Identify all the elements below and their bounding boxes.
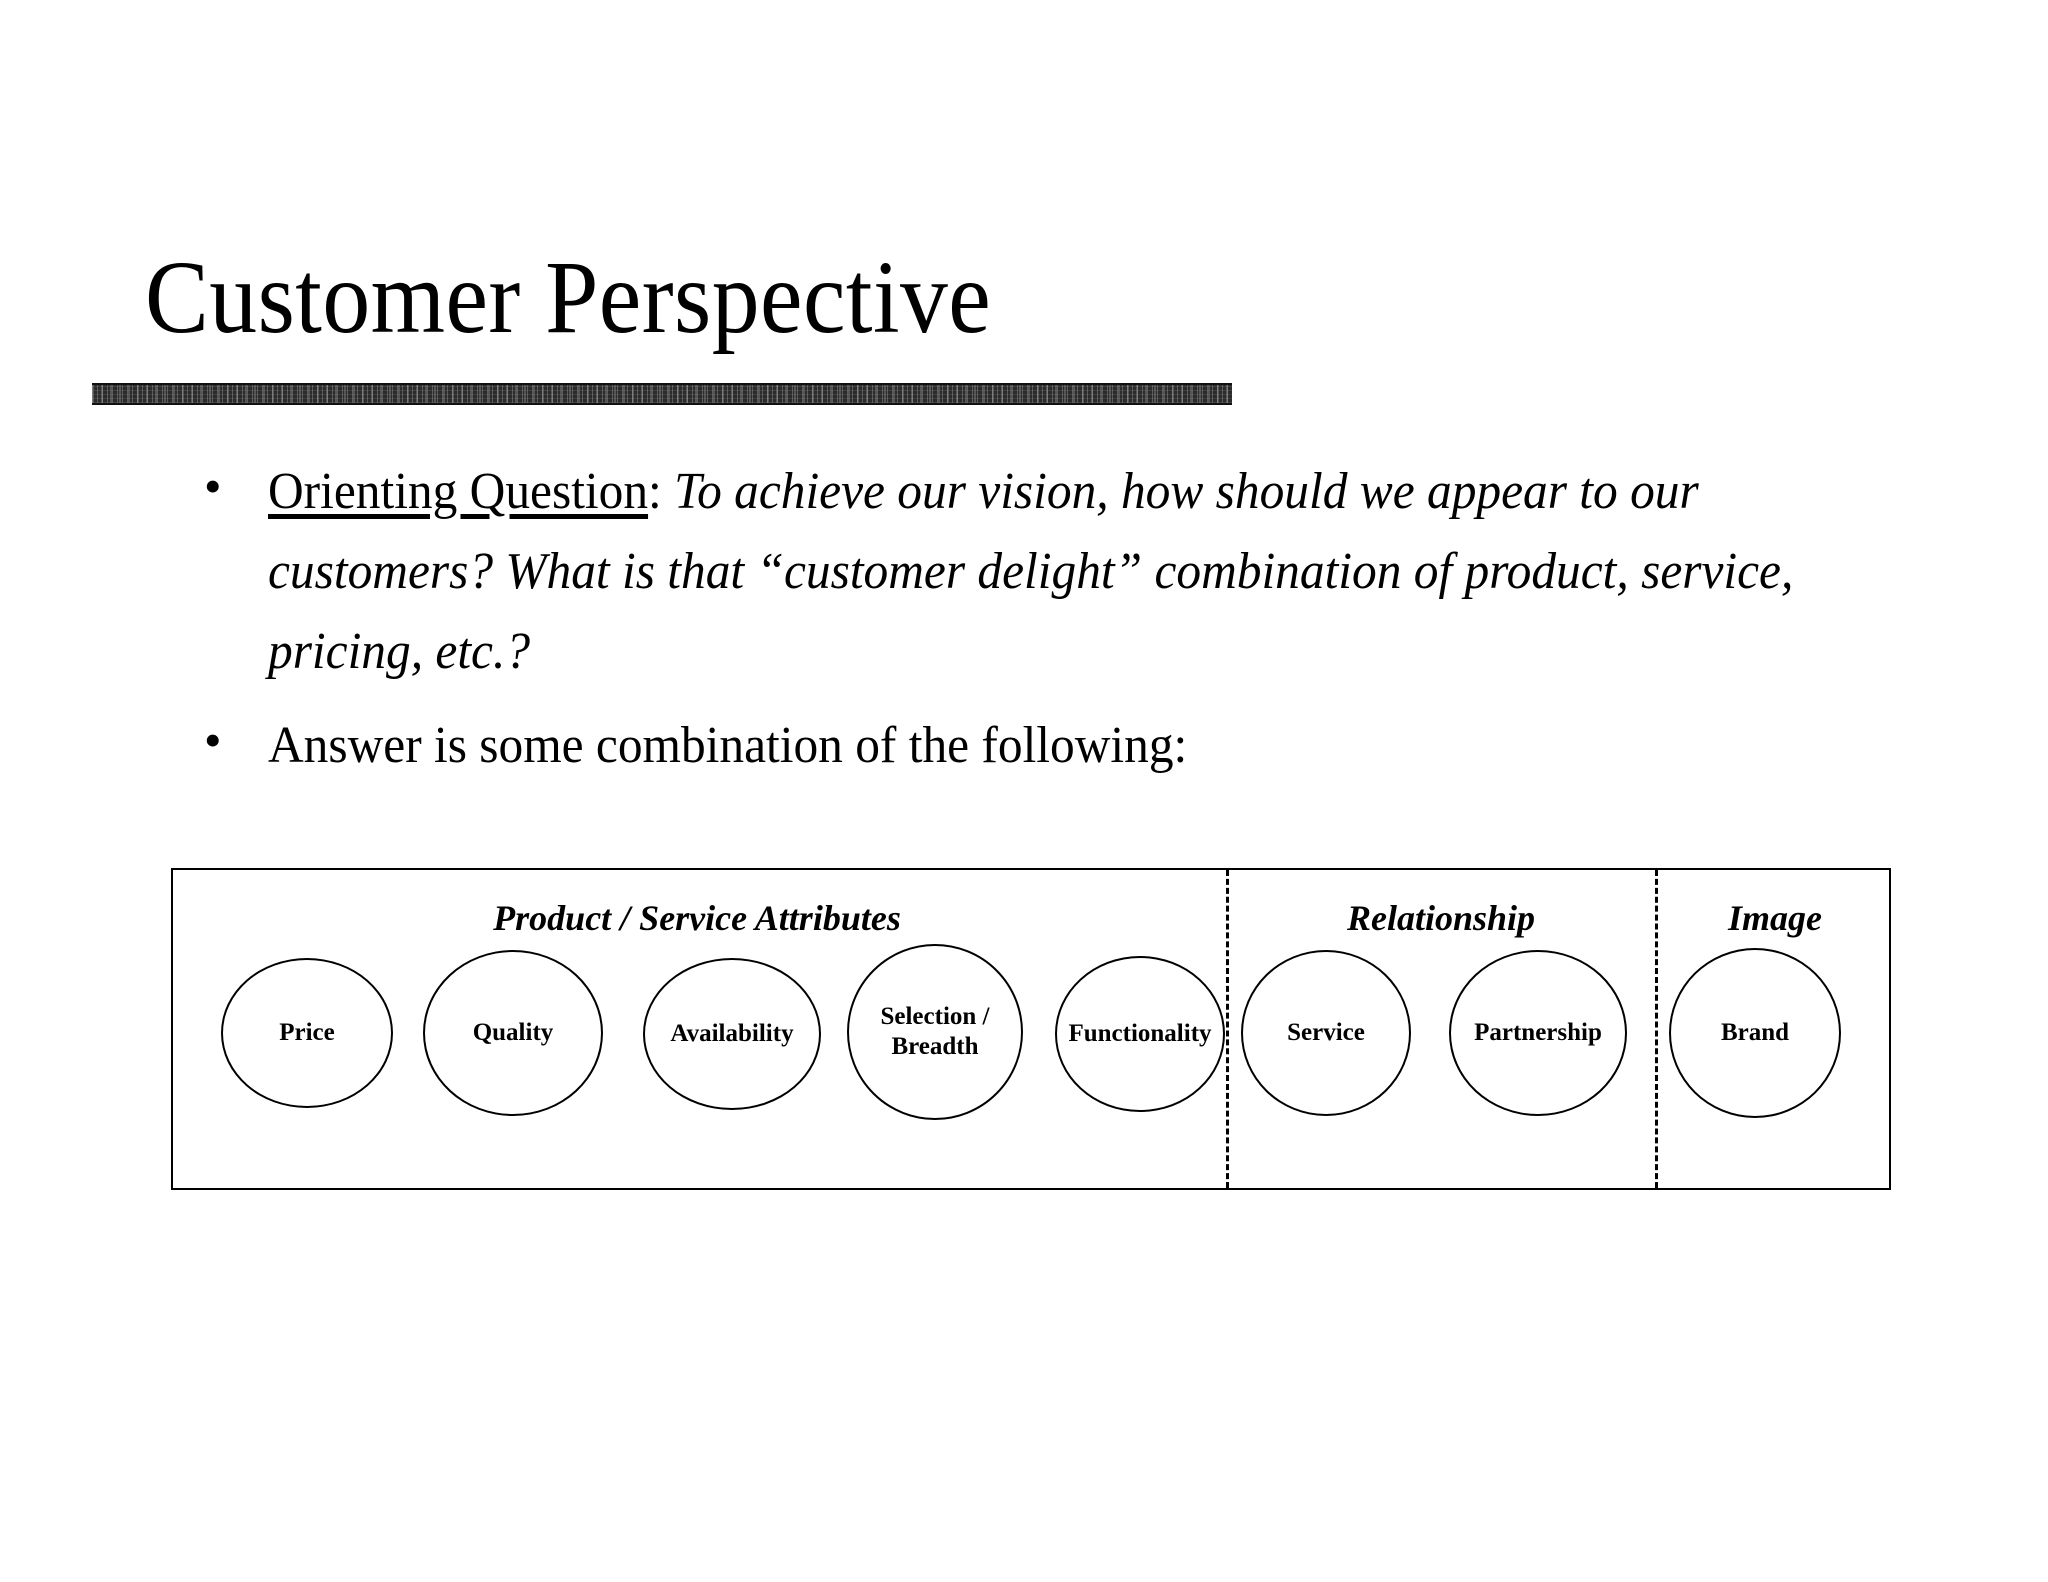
node-label: Price (279, 1019, 335, 1046)
node-partnership[interactable]: Partnership (1449, 950, 1627, 1116)
group-divider-1 (1226, 870, 1229, 1188)
bullet-1-separator: : (648, 463, 662, 520)
bullet-list: • Orienting Question: To achieve our vis… (190, 452, 1890, 800)
node-quality[interactable]: Quality (423, 950, 603, 1116)
node-label: Quality (472, 1019, 554, 1046)
bullet-text-2: Answer is some combination of the follow… (268, 706, 1809, 786)
node-service[interactable]: Service (1241, 950, 1411, 1116)
node-label: Selection /Breadth (880, 1003, 990, 1060)
node-label: Availability (670, 1020, 794, 1047)
list-item: • Orienting Question: To achieve our vis… (190, 452, 1890, 692)
group-divider-2 (1655, 870, 1658, 1188)
node-availability[interactable]: Availability (643, 958, 821, 1110)
node-label: Service (1287, 1019, 1365, 1046)
bullet-point-icon: • (204, 458, 222, 514)
node-selection-breadth[interactable]: Selection /Breadth (847, 944, 1023, 1120)
node-functionality[interactable]: Functionality (1055, 956, 1225, 1112)
node-brand[interactable]: Brand (1669, 948, 1841, 1118)
node-label: Partnership (1474, 1019, 1602, 1046)
group-header-image: Image (1728, 898, 1822, 938)
bullet-point-icon: • (204, 712, 222, 768)
bullet-text-1: Orienting Question: To achieve our visio… (268, 452, 1809, 692)
group-header-relationship: Relationship (1346, 898, 1536, 938)
node-price[interactable]: Price (221, 958, 393, 1108)
bullet-1-lead: Orienting Question (268, 463, 649, 520)
group-header-product-service-attributes: Product / Service Attributes (493, 898, 901, 938)
bullet-1-body: To achieve our vision, how should we app… (268, 463, 1794, 680)
page-title: Customer Perspective (145, 239, 992, 355)
list-item: • Answer is some combination of the foll… (190, 706, 1890, 786)
title-divider-rule (92, 383, 1232, 405)
node-label: Functionality (1068, 1020, 1212, 1047)
node-label: Brand (1720, 1019, 1790, 1046)
customer-value-proposition-diagram: Product / Service Attributes Relationshi… (171, 868, 1891, 1190)
bullet-2-body: Answer is some combination of the follow… (268, 717, 1188, 774)
